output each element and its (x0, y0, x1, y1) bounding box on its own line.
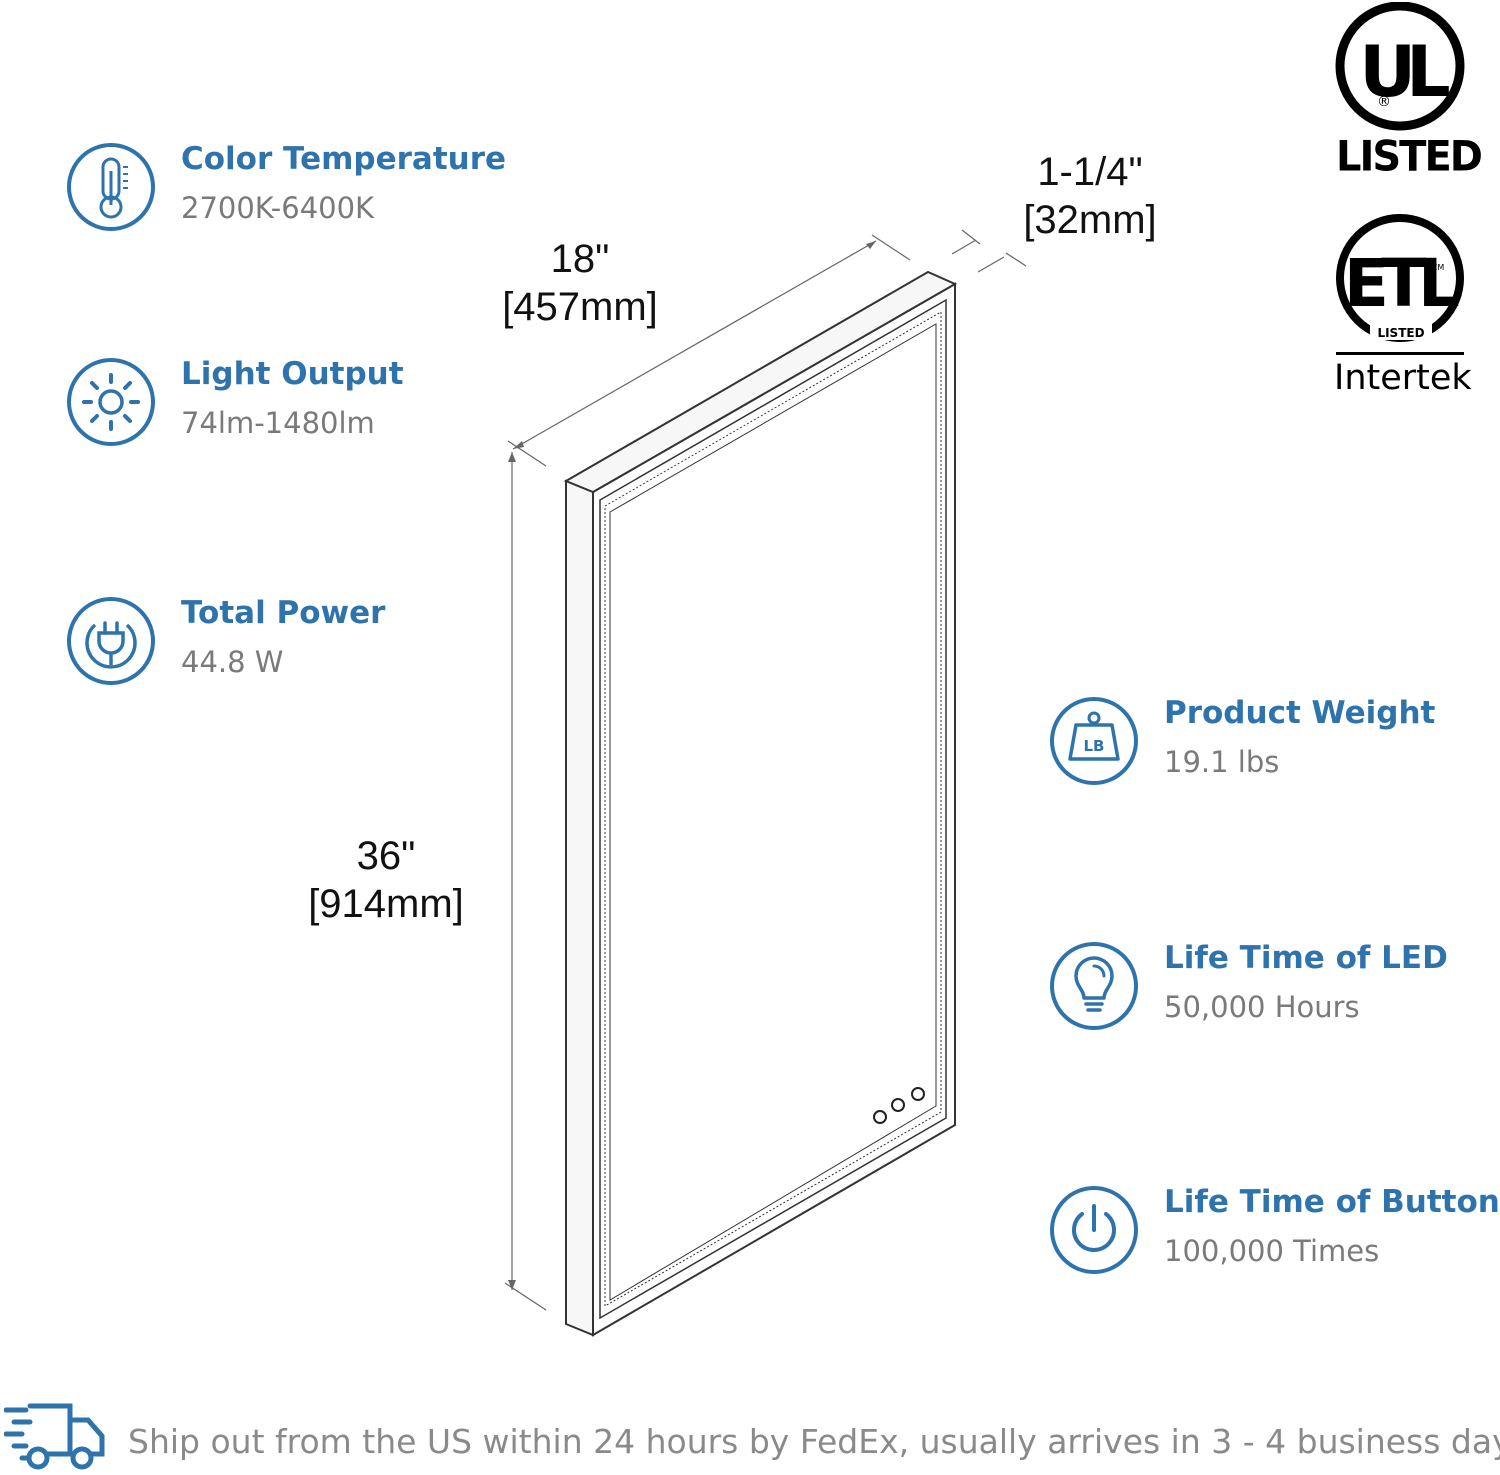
dimension-depth: 1-1/4" [32mm] (990, 148, 1190, 244)
power-icon (1050, 1186, 1138, 1274)
mirror-inner-frame (599, 298, 947, 1320)
feature-value: 2700K-6400K (181, 191, 375, 225)
weight-icon-label: LB (1084, 737, 1105, 755)
shipping-info: Ship out from the US within 24 hours by … (128, 1422, 1500, 1461)
dimension-height-metric: [914mm] (308, 882, 464, 926)
etl-listed-logo: ETL CM LISTED (1336, 214, 1467, 342)
dimension-width: 18" [457mm] (480, 235, 680, 331)
feature-value: 44.8 W (181, 645, 284, 679)
mirror-side-face (565, 479, 594, 1337)
dimension-height-imperial: 36" (356, 834, 416, 878)
etl-cm-mark: CM (1432, 263, 1445, 272)
ul-mark: UL (1359, 31, 1449, 113)
lightbulb-icon (1050, 942, 1138, 1030)
feature-title: Light Output (181, 356, 404, 392)
thermometer-icon (67, 143, 155, 231)
feature-title: Life Time of Buttons (1164, 1184, 1500, 1220)
intertek-brand: Intertek (1334, 358, 1472, 398)
dimension-width-imperial: 18" (550, 237, 610, 281)
feature-title: Life Time of LED (1164, 940, 1448, 976)
dimension-depth-imperial: 1-1/4" (1037, 150, 1143, 194)
feature-title: Color Temperature (181, 141, 507, 177)
ul-registered-mark: ® (1377, 94, 1391, 110)
dimension-width-metric: [457mm] (502, 285, 658, 329)
sun-icon (67, 358, 155, 446)
etl-small-listed: LISTED (1377, 326, 1424, 340)
ul-listed-label: LISTED (1336, 132, 1483, 182)
feature-value: 74lm-1480lm (181, 406, 375, 440)
delivery-truck-icon (4, 1403, 105, 1470)
mirror-top-face (563, 270, 958, 494)
weight-icon: LB (1050, 697, 1138, 785)
etl-mark: ETL (1344, 245, 1459, 322)
dimension-height: 36" [914mm] (286, 832, 486, 928)
etl-divider (1336, 352, 1464, 355)
feature-title: Product Weight (1164, 695, 1436, 731)
feature-value: 100,000 Times (1164, 1234, 1380, 1268)
feature-title: Total Power (181, 595, 386, 631)
ul-listed-logo: UL ® (1335, 2, 1465, 131)
plug-icon (67, 597, 155, 685)
feature-value: 19.1 lbs (1164, 745, 1280, 779)
touch-buttons (873, 1087, 925, 1124)
dimension-depth-metric: [32mm] (1023, 198, 1157, 242)
feature-value: 50,000 Hours (1164, 990, 1360, 1024)
